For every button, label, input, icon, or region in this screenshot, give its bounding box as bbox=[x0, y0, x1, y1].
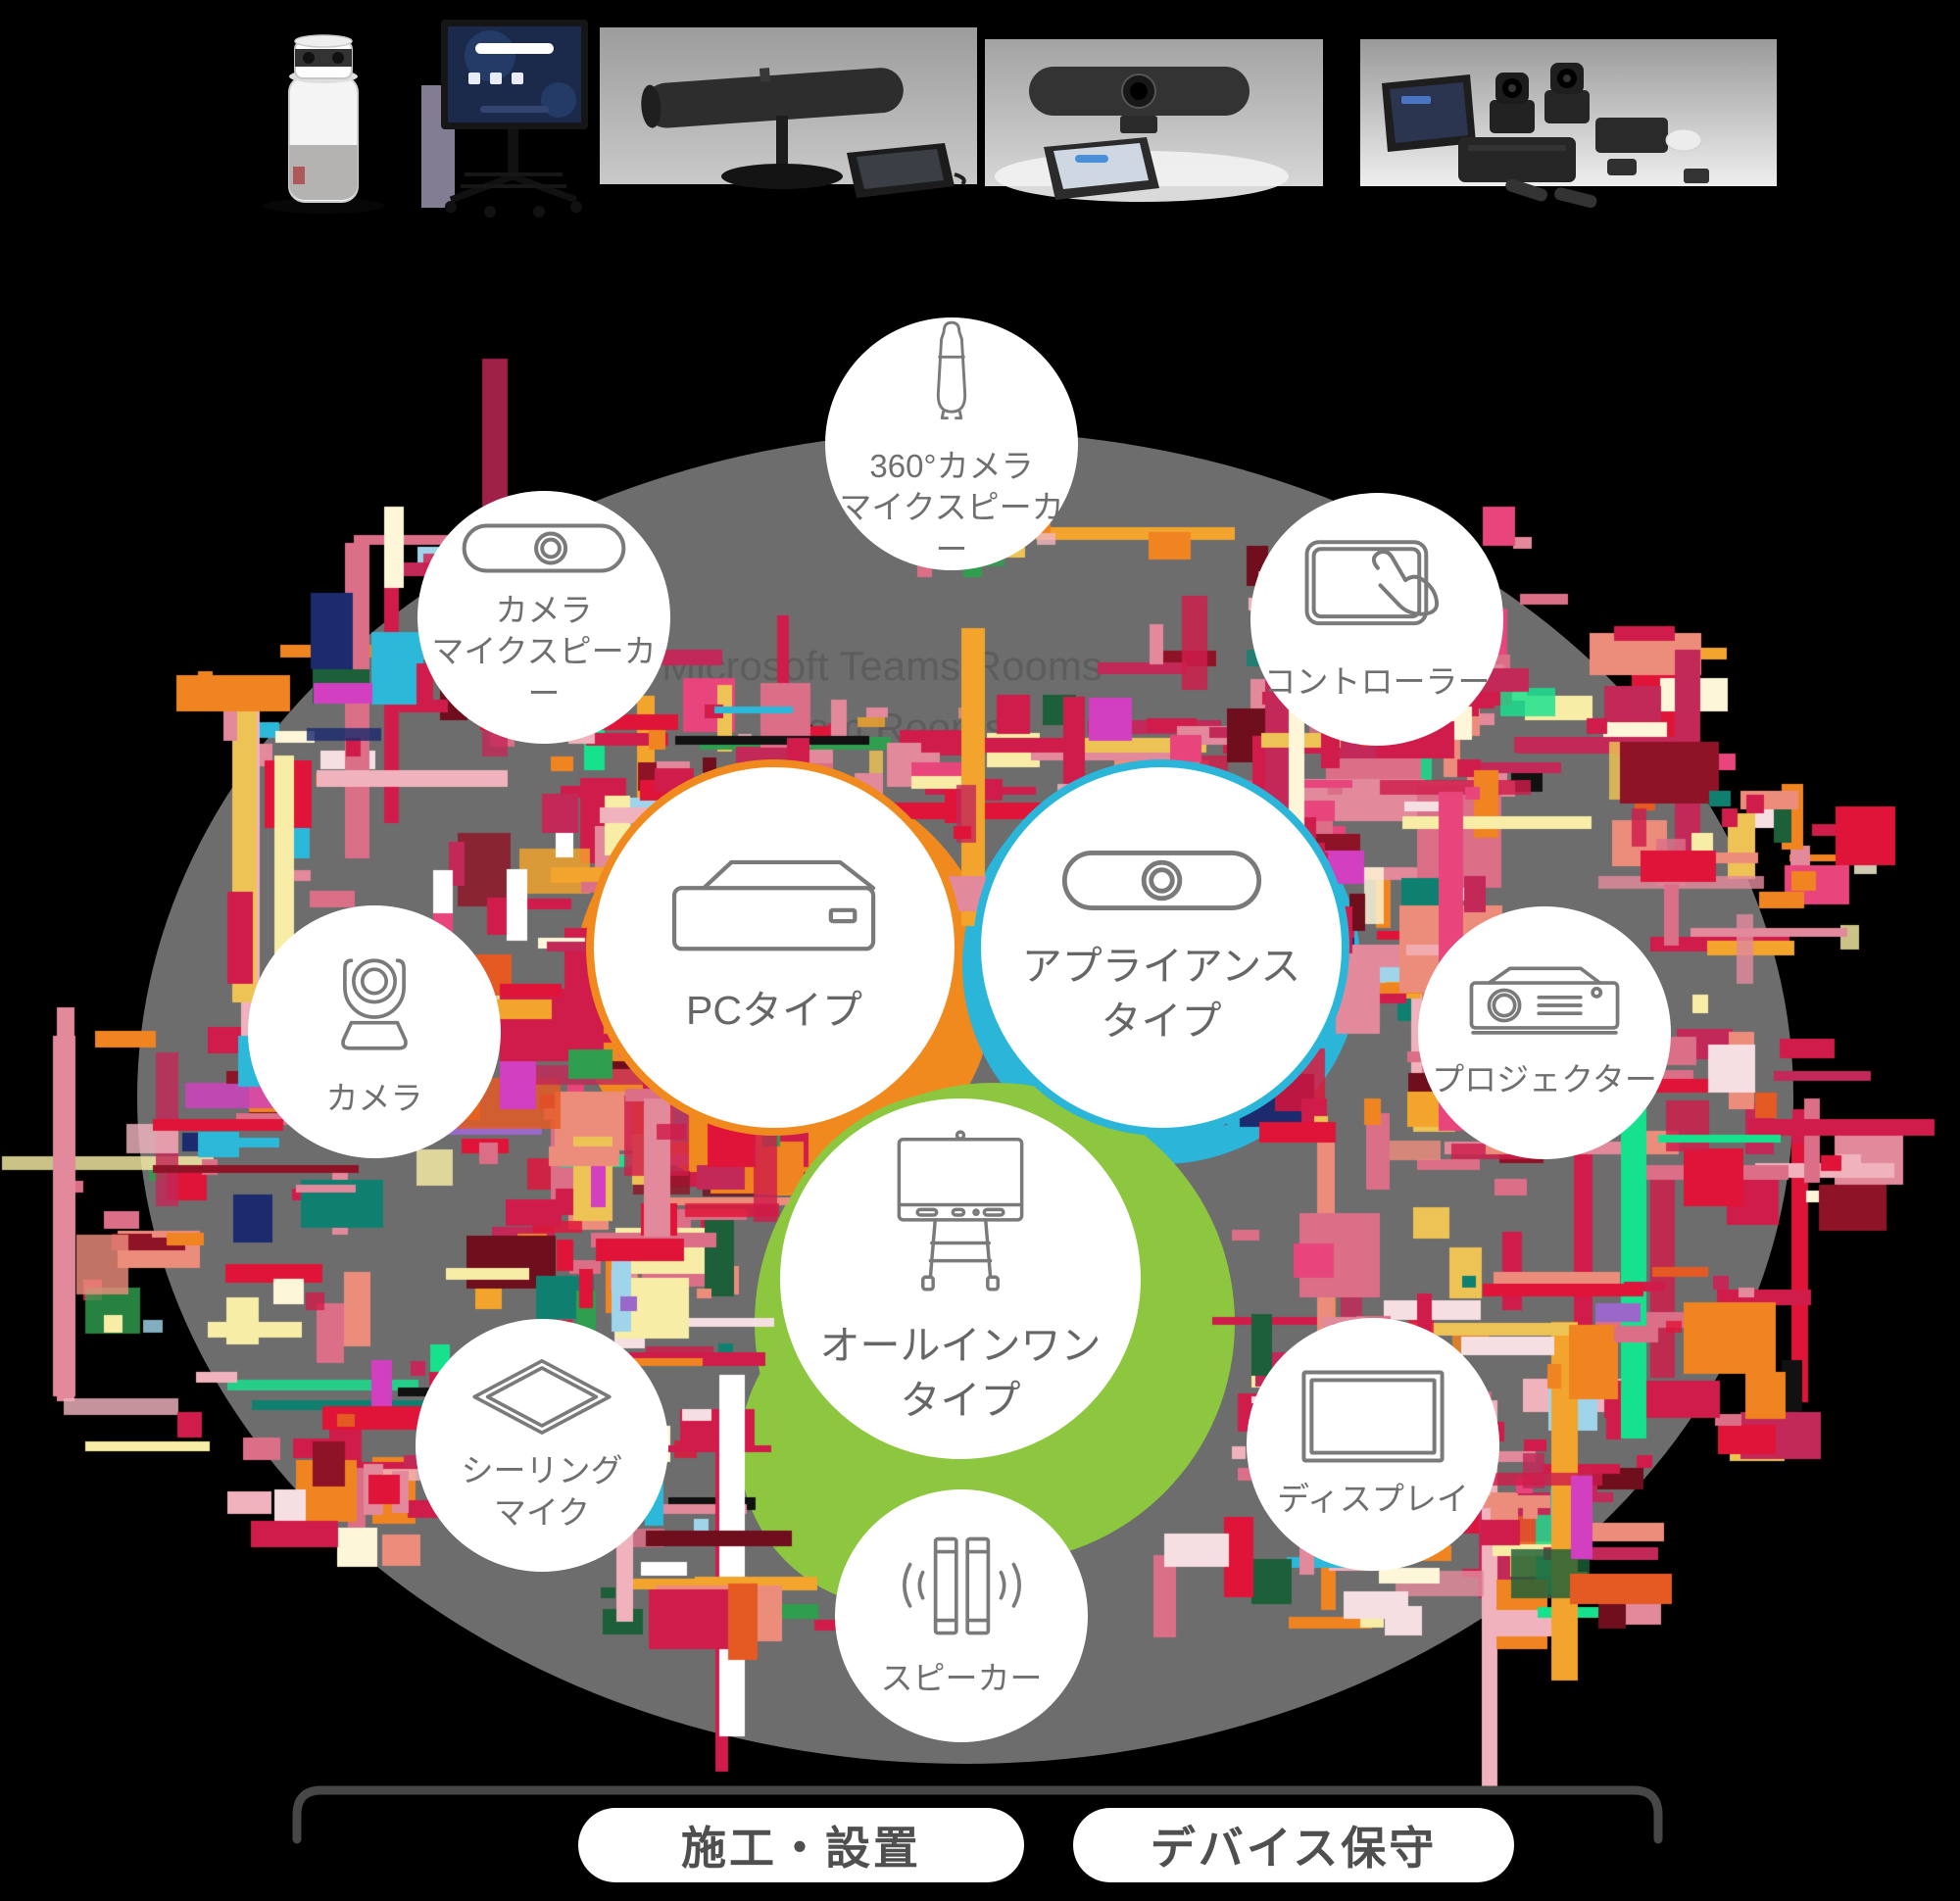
device-label: コントローラー bbox=[1263, 663, 1491, 701]
all-in-one-display-on-stand-product bbox=[421, 12, 598, 227]
device-label: シーリング マイク bbox=[461, 1452, 623, 1531]
device-label: カメラ bbox=[325, 1079, 423, 1116]
360-camera-speakerphone-icon bbox=[936, 320, 967, 420]
type-label-pc: PCタイプ bbox=[686, 988, 862, 1034]
device-circle-projector[interactable]: プロジェクター bbox=[1418, 906, 1671, 1159]
video-bar-with-monitor-and-tablet-product bbox=[600, 27, 977, 214]
device-label: プロジェクター bbox=[1432, 1060, 1657, 1097]
touch-controller-icon bbox=[1304, 540, 1440, 626]
video-bar-with-touch-controller-product bbox=[985, 39, 1323, 216]
device-maintenance-button[interactable]: デバイス保守 bbox=[1073, 1808, 1514, 1882]
device-circle-controller[interactable]: コントローラー bbox=[1250, 493, 1503, 746]
360-speakerphone-photo bbox=[263, 34, 384, 214]
ptz-camera-kit-product bbox=[1360, 39, 1777, 216]
device-label: カメラ マイクスピーカー bbox=[431, 592, 657, 711]
device-circle-display[interactable]: ディスプレイ bbox=[1247, 1318, 1499, 1571]
display-icon bbox=[1301, 1370, 1445, 1463]
device-label: 360°カメラ マイクスピーカー bbox=[839, 448, 1064, 567]
installation-button[interactable]: 施工・設置 bbox=[578, 1808, 1024, 1882]
device-circle-camera-speakerphone[interactable]: カメラ マイクスピーカー bbox=[417, 491, 670, 744]
device-maintenance-button-label: デバイス保守 bbox=[1150, 1823, 1438, 1874]
ceiling-mic-icon bbox=[472, 1359, 612, 1436]
type-circle-appliance[interactable]: アプライアンス タイプ bbox=[973, 759, 1349, 1136]
ptz-camera-icon bbox=[341, 958, 408, 1050]
camera-kit-photo bbox=[1360, 39, 1777, 209]
device-circle-camera[interactable]: カメラ bbox=[248, 905, 501, 1158]
device-circle-ceiling-mic[interactable]: シーリング マイク bbox=[416, 1319, 668, 1572]
installation-button-label: 施工・設置 bbox=[681, 1823, 921, 1874]
video-bar-icon bbox=[1061, 851, 1261, 911]
type-label-appliance: アプライアンス タイプ bbox=[1021, 944, 1301, 1044]
type-circle-pc[interactable]: PCタイプ bbox=[586, 759, 962, 1136]
device-label: ディスプレイ bbox=[1277, 1481, 1469, 1518]
speaker-icon bbox=[902, 1536, 1021, 1635]
device-label: スピーカー bbox=[880, 1659, 1043, 1696]
display-stand-photo bbox=[421, 20, 588, 218]
all-in-one-display-icon bbox=[897, 1130, 1024, 1292]
type-label-allinone: オールインワン タイプ bbox=[819, 1323, 1102, 1423]
device-circle-360-camera-speakerphone[interactable]: 360°カメラ マイクスピーカー bbox=[825, 317, 1078, 570]
device-circle-speaker[interactable]: スピーカー bbox=[835, 1489, 1088, 1742]
video-bar-touchpad-photo bbox=[985, 39, 1323, 202]
type-circle-allinone[interactable]: オールインワン タイプ bbox=[772, 1091, 1149, 1467]
projector-icon bbox=[1469, 966, 1620, 1035]
360-camera-speakerphone-product bbox=[230, 20, 421, 220]
video-bar-icon bbox=[462, 523, 626, 573]
video-bar-monitor-photo bbox=[600, 27, 977, 198]
pc-box-icon bbox=[671, 860, 875, 951]
